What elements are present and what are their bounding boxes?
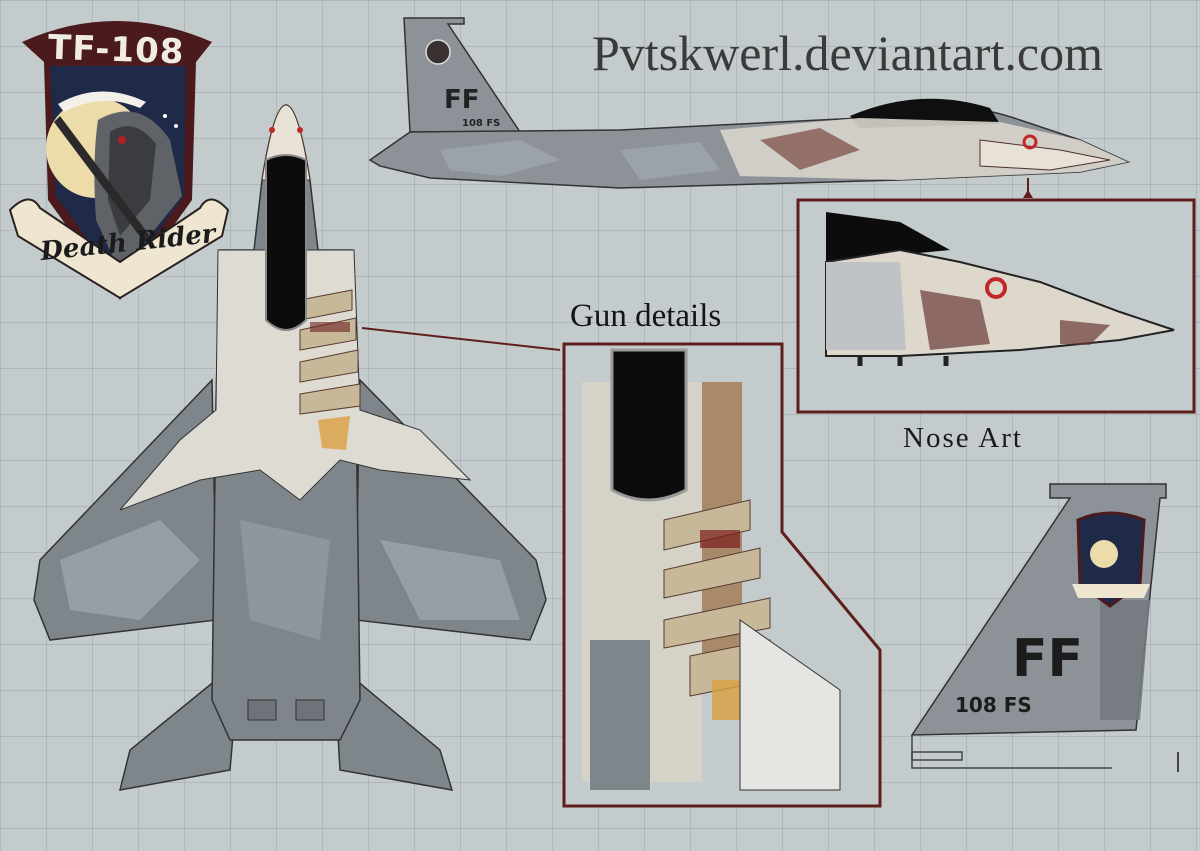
side-squadron-code: 108 FS [462, 118, 500, 129]
badge-title: TF-108 [47, 27, 186, 73]
squadron-badge [8, 21, 230, 300]
side-tail-code: FF [444, 85, 480, 115]
tail-detail-code: FF [1012, 629, 1083, 689]
gun-details-panel [562, 342, 882, 808]
nose-art-panel [796, 198, 1196, 414]
side-profile-aircraft: FF 108 FS [368, 17, 1131, 198]
tail-detail-squadron: 108 FS [955, 693, 1032, 717]
watermark-text: Pvtskwerl.deviantart.com [592, 25, 1103, 81]
top-view-aircraft [33, 104, 561, 791]
gun-details-label: Gun details [570, 298, 722, 334]
tail-detail: FF 108 FS [910, 483, 1179, 772]
nose-art-label: Nose Art [903, 422, 1023, 454]
